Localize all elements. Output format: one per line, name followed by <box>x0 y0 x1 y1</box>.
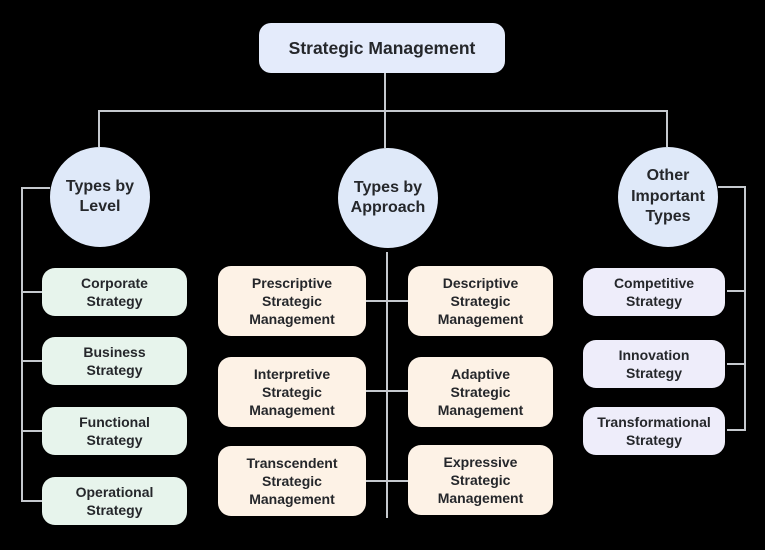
connector-level-bracket <box>21 187 23 502</box>
connector-level-stub-3 <box>21 430 42 432</box>
leaf-node-adaptive-strategic-management: Adaptive Strategic Management <box>408 357 553 427</box>
connector-approach-stub-2 <box>366 390 408 392</box>
leaf-node-corporate-strategy: Corporate Strategy <box>42 268 187 316</box>
connector-approach-stub-3 <box>366 480 408 482</box>
branch-node-types-by-approach: Types by Approach <box>338 148 438 248</box>
connector-level-stub-1 <box>21 291 42 293</box>
connector-other-bracket <box>744 186 746 431</box>
leaf-node-transcendent-strategic-management: Transcendent Strategic Management <box>218 446 366 516</box>
root-node-strategic-management: Strategic Management <box>259 23 505 73</box>
leaf-node-transformational-strategy: Transformational Strategy <box>583 407 725 455</box>
connector-level-stub-4 <box>21 500 42 502</box>
connector-other-stub-1 <box>727 290 744 292</box>
leaf-node-interpretive-strategic-management: Interpretive Strategic Management <box>218 357 366 427</box>
branch-node-other-important-types: Other Important Types <box>618 147 718 247</box>
leaf-node-prescriptive-strategic-management: Prescriptive Strategic Management <box>218 266 366 336</box>
leaf-node-business-strategy: Business Strategy <box>42 337 187 385</box>
connector-right-drop <box>666 110 668 147</box>
connector-level-stub-2 <box>21 360 42 362</box>
connector-approach-trunk <box>386 252 388 518</box>
connector-other-stub-3 <box>727 429 744 431</box>
connector-left-drop <box>98 110 100 147</box>
connector-level-circle-stub <box>21 187 50 189</box>
connector-other-stub-2 <box>727 363 744 365</box>
connector-approach-stub-1 <box>366 300 408 302</box>
leaf-node-operational-strategy: Operational Strategy <box>42 477 187 525</box>
leaf-node-descriptive-strategic-management: Descriptive Strategic Management <box>408 266 553 336</box>
leaf-node-competitive-strategy: Competitive Strategy <box>583 268 725 316</box>
connector-other-circle-stub <box>718 186 746 188</box>
leaf-node-innovation-strategy: Innovation Strategy <box>583 340 725 388</box>
leaf-node-expressive-strategic-management: Expressive Strategic Management <box>408 445 553 515</box>
connector-top-horizontal <box>98 110 668 112</box>
leaf-node-functional-strategy: Functional Strategy <box>42 407 187 455</box>
branch-node-types-by-level: Types by Level <box>50 147 150 247</box>
